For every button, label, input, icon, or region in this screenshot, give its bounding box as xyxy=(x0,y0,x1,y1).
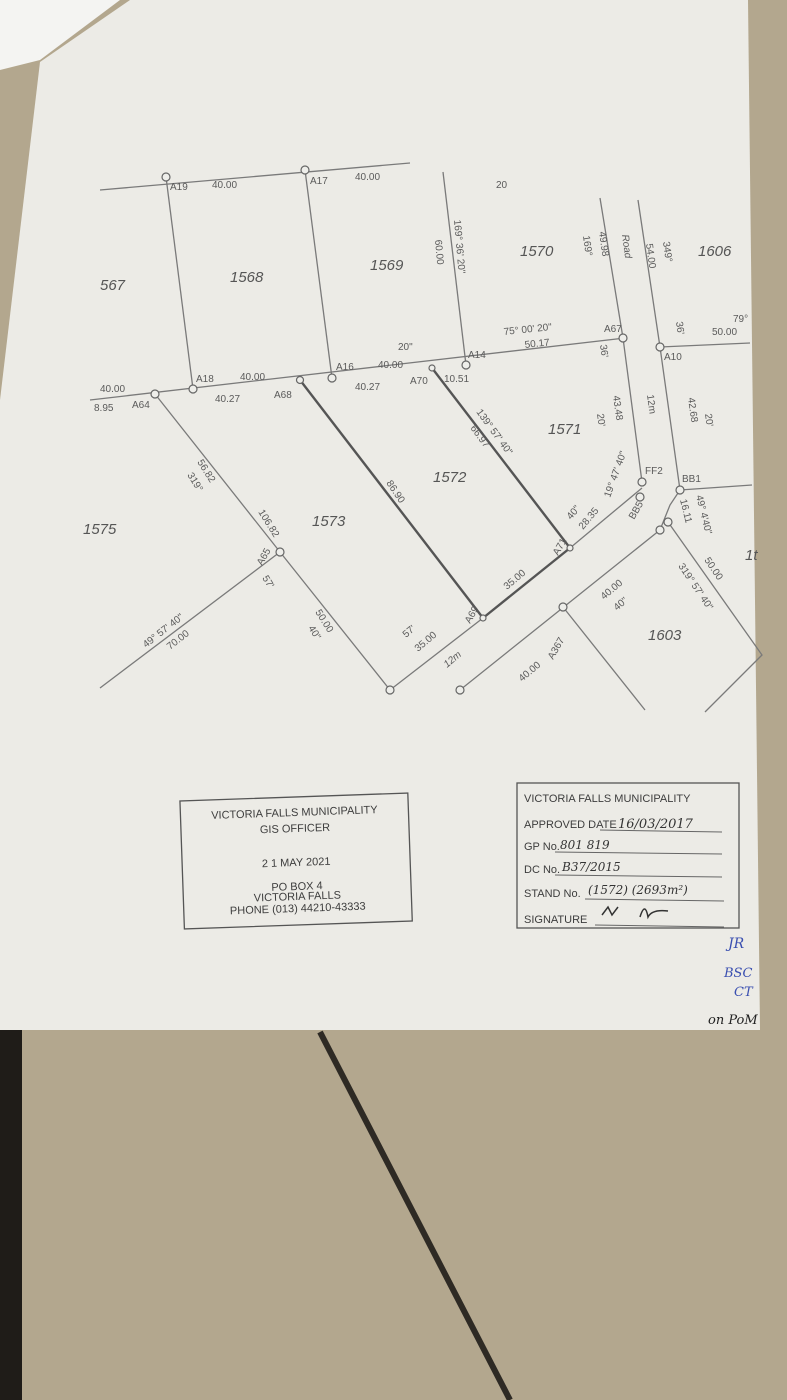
dim: 169° xyxy=(580,235,594,257)
survey-beacons xyxy=(150,165,685,695)
dim: 50.17 xyxy=(524,337,550,351)
dimension-labels: 40.00 40.00 40.00 40.27 40.00 40.27 20" … xyxy=(94,172,748,684)
dim: 43.48 xyxy=(610,395,624,422)
parcel-1572: 1572 xyxy=(433,469,467,486)
dim: 20' xyxy=(702,413,715,428)
parcel-567: 567 xyxy=(100,277,126,294)
dim: 20' xyxy=(594,413,607,428)
dim: 50.00 xyxy=(712,327,737,338)
approval-stamp: VICTORIA FALLS MUNICIPALITY APPROVED DAT… xyxy=(516,782,740,929)
beacon-a19: A19 xyxy=(170,182,188,193)
dim: 75° 00' 20" xyxy=(503,322,553,338)
gp-no-value: 801 819 xyxy=(560,838,610,852)
road-label: Road xyxy=(619,234,633,260)
note: on PoM xyxy=(708,1013,758,1028)
dc-no-value: B37/2015 xyxy=(561,860,621,874)
parcel-1575: 1575 xyxy=(83,521,117,538)
beacon-a67: A67 xyxy=(604,324,622,335)
floor-tile-seam xyxy=(317,1030,513,1400)
parcel-1573: 1573 xyxy=(312,513,346,530)
gp-no-label: GP No. xyxy=(524,841,560,853)
dim: 10.51 xyxy=(444,374,469,385)
parcel-1568: 1568 xyxy=(230,269,264,286)
stamp-address: PO BOX 4 xyxy=(271,880,323,894)
note: CT xyxy=(734,985,754,1000)
dark-edge xyxy=(0,1030,22,1400)
approved-date-value: 16/03/2017 xyxy=(618,817,694,832)
dim: 40.00 xyxy=(240,372,265,383)
beacon-a64: A64 xyxy=(132,400,150,411)
note: JR xyxy=(725,936,745,952)
stamp-date: 2 1 MAY 2021 xyxy=(262,856,331,870)
parcel-labels: 567 1568 1569 1570 1606 1571 1572 1573 1… xyxy=(83,243,758,644)
dim: 8.95 xyxy=(94,403,114,414)
beacon-labels: A19 A17 A18 A68 A16 A70 A14 A64 A67 A10 … xyxy=(132,176,701,662)
parcel-1571: 1571 xyxy=(548,421,581,438)
approved-date-label: APPROVED DATE xyxy=(524,819,617,831)
stamp-address: VICTORIA FALLS xyxy=(254,889,342,904)
dim: 36' xyxy=(597,344,610,359)
dim: 79° xyxy=(733,314,748,325)
signature xyxy=(601,905,669,920)
dim: 54.00 xyxy=(643,243,657,270)
stamp-org: VICTORIA FALLS MUNICIPALITY xyxy=(524,793,691,805)
dim: 40.00 xyxy=(378,360,403,371)
parcel-1t: 1t xyxy=(745,547,758,564)
dim: 49.98 xyxy=(596,231,610,258)
stamp-role: GIS OFFICER xyxy=(260,822,331,836)
beacon-a14: A14 xyxy=(468,350,486,361)
beacon-a68: A68 xyxy=(274,390,292,401)
dim: 40.00 xyxy=(212,180,237,191)
stand-no-value: (1572) (2693m²) xyxy=(588,883,688,897)
note: BSC xyxy=(723,966,752,981)
dim: 12m xyxy=(644,394,658,415)
beacon-a10: A10 xyxy=(664,352,682,363)
dim: 36' xyxy=(673,321,686,336)
dc-no-label: DC No. xyxy=(524,864,560,876)
beacon-bb1: BB1 xyxy=(682,474,701,485)
beacon-a70: A70 xyxy=(410,376,428,387)
dim: 40.00 xyxy=(100,384,125,395)
signature-label: SIGNATURE xyxy=(524,914,587,926)
beacon-a18: A18 xyxy=(196,374,214,385)
beacon-a17: A17 xyxy=(310,176,328,187)
stand-no-label: STAND No. xyxy=(524,888,581,900)
dim: 40.00 xyxy=(355,172,380,183)
stamp-phone: PHONE (013) 44210-43333 xyxy=(230,901,366,918)
handwritten-notes: JR BSC CT on PoM xyxy=(708,936,758,1028)
dim: 169° 36' 20" xyxy=(451,219,467,274)
dim: 20" xyxy=(398,342,413,353)
survey-paper xyxy=(0,0,760,1030)
dim: 20 xyxy=(496,180,508,191)
stamp-org: VICTORIA FALLS MUNICIPALITY xyxy=(211,804,378,822)
survey-lines xyxy=(89,162,763,713)
parcel-1569: 1569 xyxy=(370,257,404,274)
parcel-1603: 1603 xyxy=(648,627,682,644)
parcel-1606: 1606 xyxy=(698,243,732,260)
dim: 42.68 xyxy=(685,397,699,424)
parcel-1570: 1570 xyxy=(520,243,554,260)
gis-officer-stamp: VICTORIA FALLS MUNICIPALITY GIS OFFICER … xyxy=(179,792,413,930)
dim: 349° xyxy=(660,241,674,263)
dim: 40.27 xyxy=(355,382,380,393)
beacon-ff2: FF2 xyxy=(645,466,663,477)
dim: 60.00 xyxy=(432,239,445,265)
dim: 40.27 xyxy=(215,394,240,405)
beacon-a16: A16 xyxy=(336,362,354,373)
paper-corner xyxy=(0,0,120,70)
